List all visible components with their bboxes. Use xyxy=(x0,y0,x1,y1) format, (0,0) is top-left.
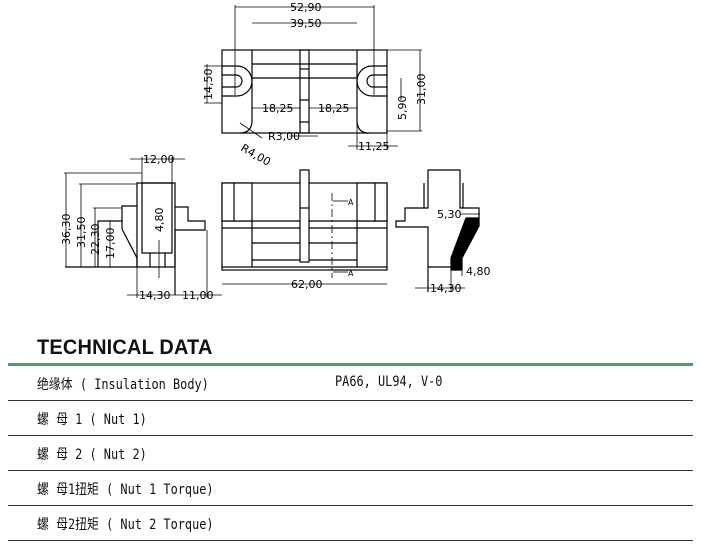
row-label: 螺 母1扭矩 ( Nut 1 Torque) xyxy=(37,482,214,498)
side-view: 12,00 36,30 31,50 22,30 17,00 4,80 14,30… xyxy=(60,153,222,302)
row-label: 绝缘体 ( Insulation Body) xyxy=(37,377,209,393)
table-row: 螺 母2扭矩 ( Nut 2 Torque) xyxy=(8,506,693,541)
dim-label: 22,30 xyxy=(89,224,102,256)
dim-label: 17,00 xyxy=(104,228,117,260)
table-row: 螺 母 1 ( Nut 1) xyxy=(8,401,693,436)
row-label: 螺 母2扭矩 ( Nut 2 Torque) xyxy=(37,517,214,533)
dim-label: R3,00 xyxy=(268,130,300,143)
section-marker: A xyxy=(348,198,354,207)
dim-label: 18,25 xyxy=(318,102,350,115)
title-divider xyxy=(8,363,693,366)
dim-label: 14,30 xyxy=(430,282,462,295)
section-view: 5,30 4,80 14,30 xyxy=(395,169,491,295)
dim-label: 36,30 xyxy=(60,214,73,246)
dim-label: 14,50 xyxy=(202,69,215,101)
section-title: TECHNICAL DATA xyxy=(37,336,213,359)
dim-label: R4,00 xyxy=(239,141,273,168)
section-marker: A xyxy=(348,269,354,278)
row-label: 螺 母 2 ( Nut 2) xyxy=(37,447,147,463)
dim-label: 31,50 xyxy=(75,217,88,249)
dim-label: 62,00 xyxy=(291,278,323,291)
front-view: A A 62,00 xyxy=(221,169,388,291)
dim-label: 52,90 xyxy=(290,1,322,14)
dim-label: 18,25 xyxy=(262,102,294,115)
table-row: 绝缘体 ( Insulation Body) PA66, UL94, V-0 xyxy=(8,366,693,401)
technical-drawing: 52,90 39,50 14,50 31,00 5,90 18,25 18,25… xyxy=(60,1,491,302)
table-row: 螺 母1扭矩 ( Nut 1 Torque) xyxy=(8,471,693,506)
dim-label: 12,00 xyxy=(143,153,175,166)
top-view: 52,90 39,50 14,50 31,00 5,90 18,25 18,25… xyxy=(202,1,428,169)
row-label: 螺 母 1 ( Nut 1) xyxy=(37,412,147,428)
row-value: PA66, UL94, V-0 xyxy=(335,374,443,390)
dim-label: 4,80 xyxy=(153,208,166,233)
dim-label: 14,30 xyxy=(139,289,171,302)
dim-label: 11,00 xyxy=(182,289,214,302)
table-row: 螺 母 2 ( Nut 2) xyxy=(8,436,693,471)
dim-label: 5,30 xyxy=(437,208,462,221)
dim-label: 5,90 xyxy=(396,96,409,121)
dim-label: 4,80 xyxy=(466,265,491,278)
dim-label: 11,25 xyxy=(358,140,390,153)
dim-label: 39,50 xyxy=(290,17,322,30)
dim-label: 31,00 xyxy=(415,74,428,106)
